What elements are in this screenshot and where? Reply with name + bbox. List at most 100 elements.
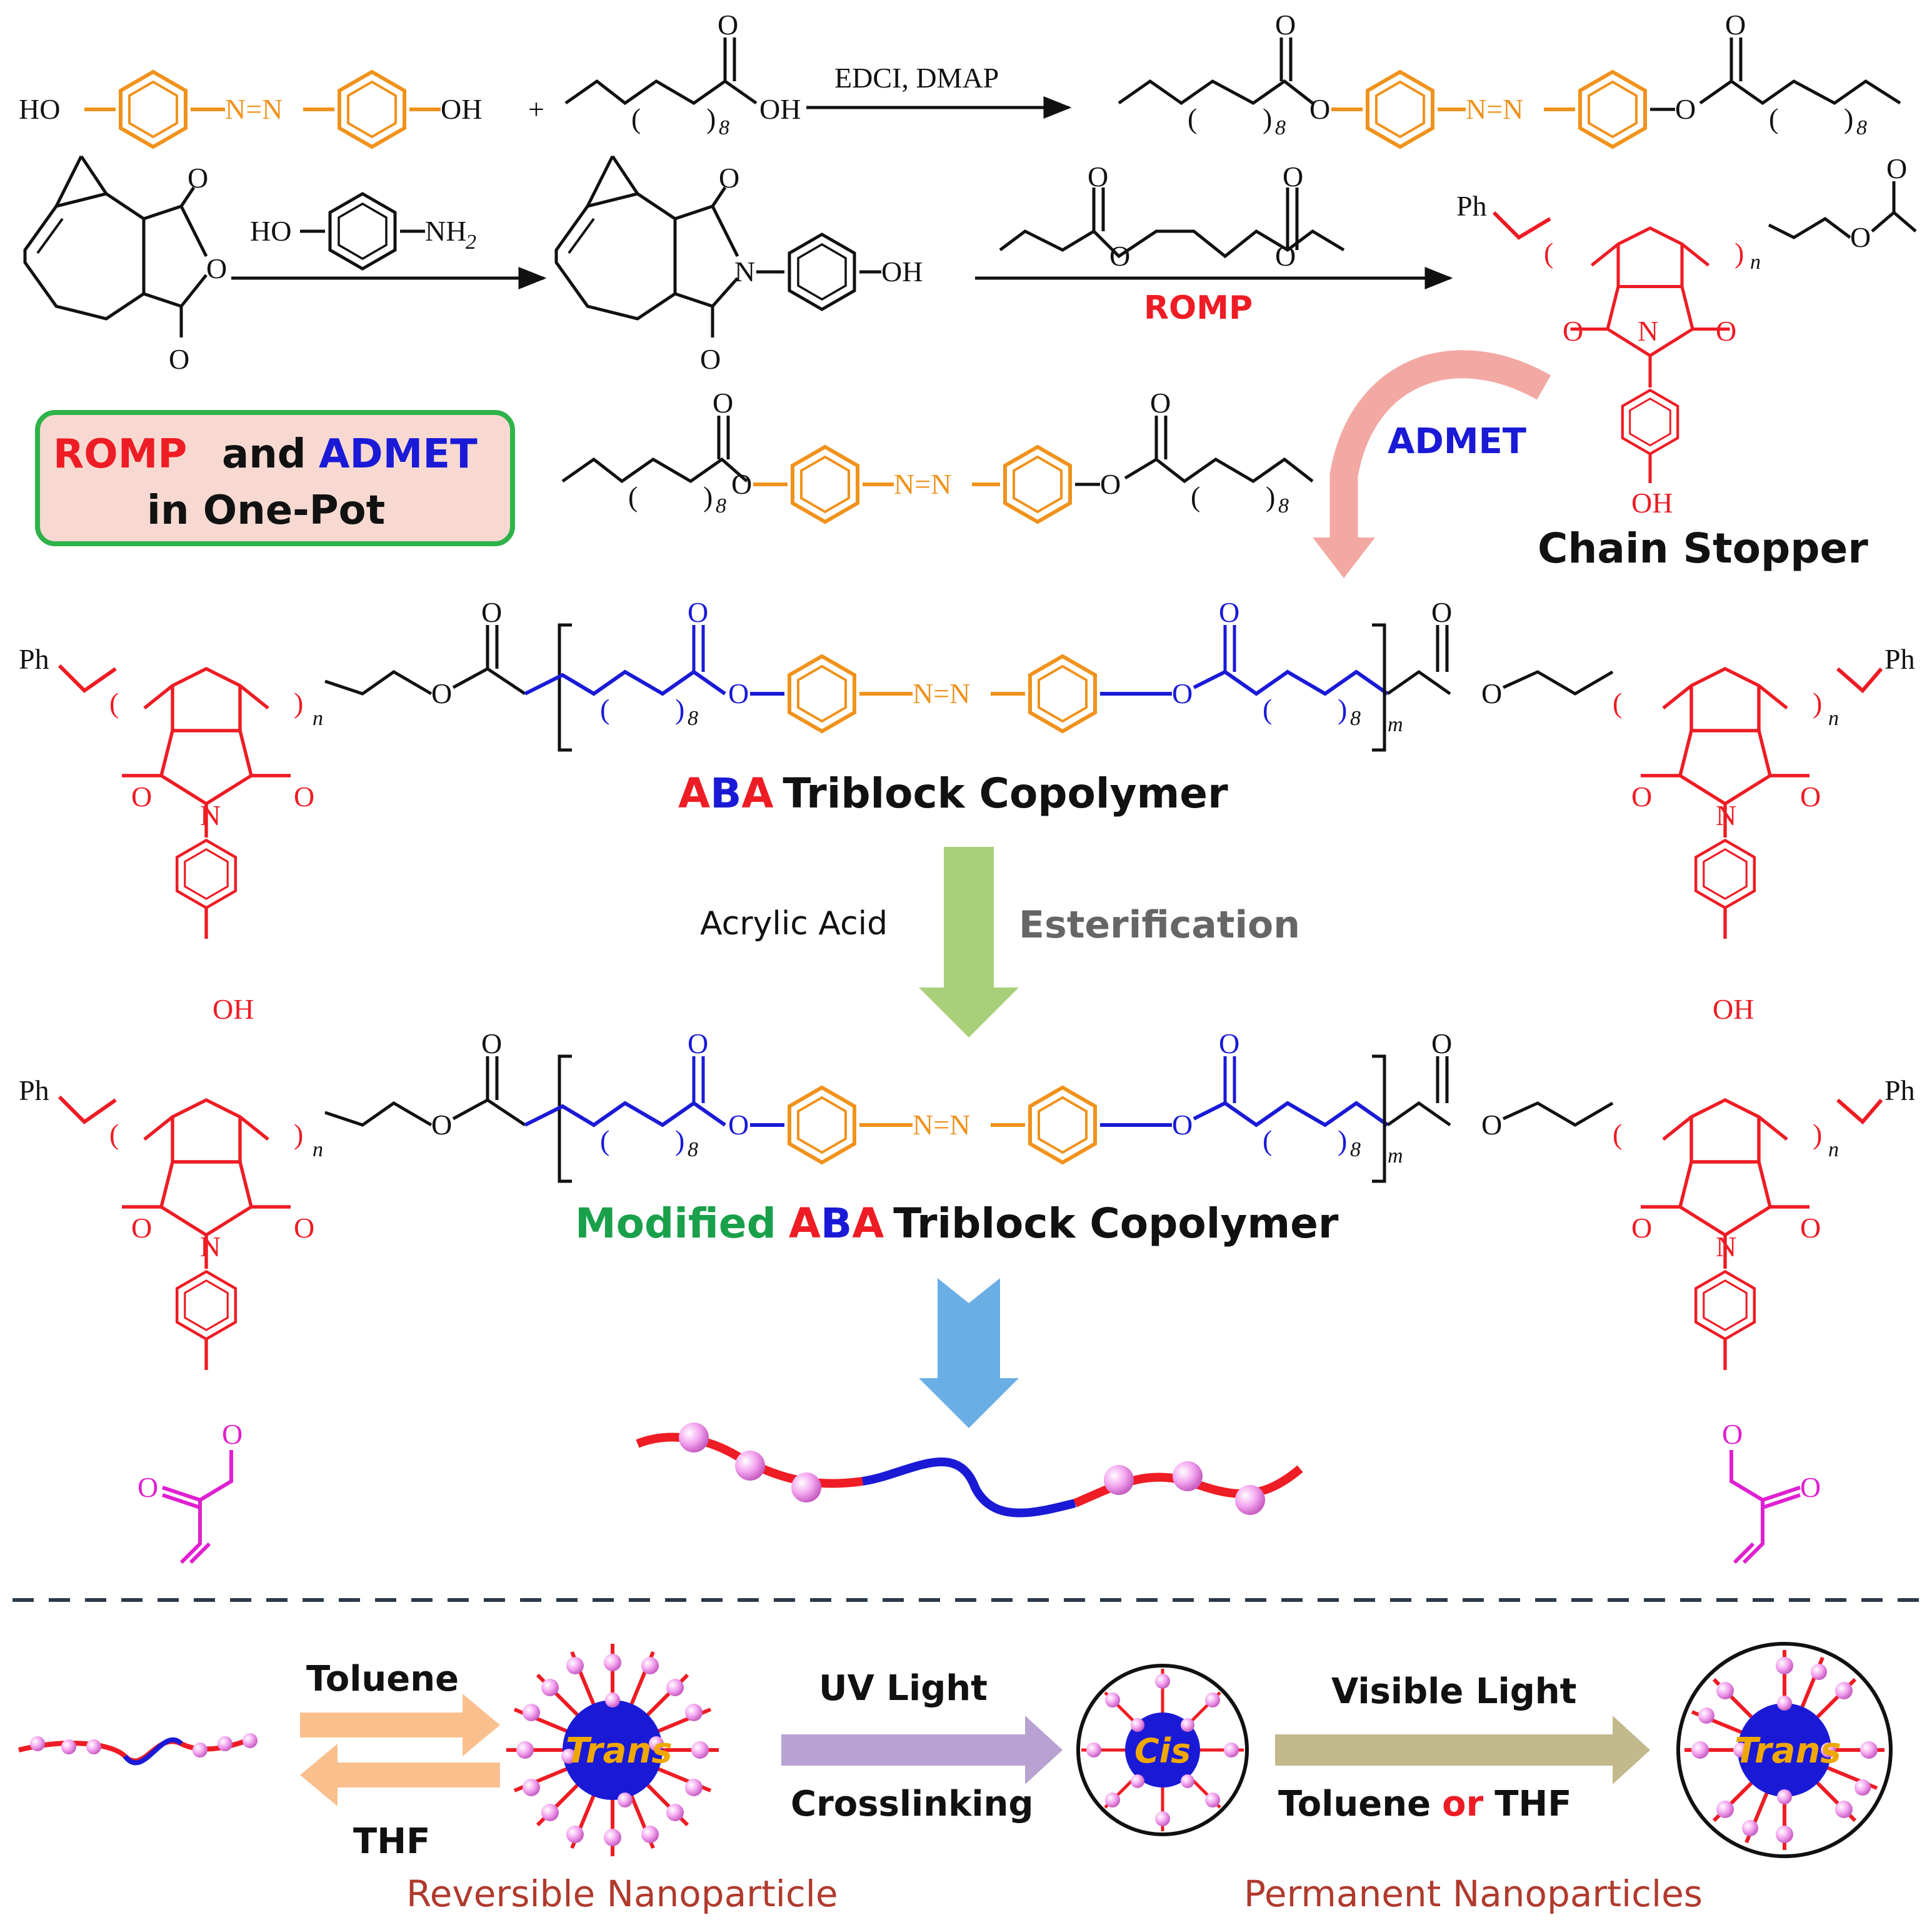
svg-text:N: N [1716,799,1736,831]
svg-text:): ) [1734,237,1744,269]
toluene-label: Toluene [306,1659,459,1699]
crosslinking-label: Crosslinking [791,1784,1034,1824]
svg-text:N=N: N=N [913,1109,970,1141]
svg-text:O: O [1800,1212,1821,1244]
svg-text:N: N [200,799,221,831]
svg-text:O: O [1481,1109,1502,1141]
svg-text:n: n [1828,707,1839,730]
repeat-index-n: n [1750,251,1761,274]
micelle-trans-crosslinked: Trans [1676,1642,1893,1858]
box-line2: in One-Pot [147,488,385,534]
azo-diene-monomer: O ( ) 8 O N=N O O ( ) 8 [561,387,1314,522]
svg-text:O: O [1481,678,1502,709]
svg-text:(: ( [109,1118,119,1150]
chain-stopper-label: Chain Stopper [1538,524,1868,572]
svg-text:Ph: Ph [19,1074,49,1106]
self-assembly-row: Toluene THF [18,1642,1893,1915]
svg-text:O: O [1275,9,1296,41]
trans-label: Trans [1734,1731,1841,1771]
plus-sign: + [528,93,544,125]
svg-text:8: 8 [1350,1138,1361,1161]
svg-text:): ) [1844,102,1853,134]
svg-text:(: ( [1191,481,1200,512]
svg-text:O: O [700,343,721,375]
svg-text:O: O [1675,93,1696,125]
svg-text:(: ( [600,693,609,725]
svg-text:8: 8 [688,707,698,730]
svg-text:): ) [675,693,684,725]
repeat-index-n: n [313,707,323,730]
svg-text:(: ( [1263,1124,1272,1156]
modified-copolymer-structure: Ph ( ) n O O ( ) 8 O O N=N O O ( ) 8 [19,1028,1915,1564]
admet-curved-arrow: ADMET [1313,350,1551,578]
svg-text:N=N: N=N [913,678,970,709]
svg-text:O: O [431,1109,452,1141]
reversible-caption: Reversible Nanoparticle [406,1872,838,1915]
svg-text:8: 8 [1275,116,1286,139]
svg-text:O: O [728,1109,749,1141]
svg-text:O: O [1850,221,1871,253]
aminophenol-hydroxyl: HO [250,215,291,247]
svg-text:(: ( [631,102,641,134]
svg-text:O: O [222,1418,243,1450]
svg-text:8: 8 [716,494,726,518]
svg-text:O: O [1886,152,1907,184]
box-admet: ADMET [319,431,478,478]
thf-label: THF [353,1821,430,1862]
svg-text:O: O [1275,240,1296,272]
svg-text:O: O [731,468,752,500]
esterification-label: Esterification [1019,903,1300,947]
trans-label: Trans [566,1731,673,1771]
svg-text:): ) [703,481,713,512]
svg-text:(: ( [1544,237,1553,269]
svg-text:): ) [1338,1124,1347,1156]
repeat-subscript: 8 [719,116,729,139]
svg-text:): ) [1338,693,1347,725]
esterification-arrow: Acrylic Acid Esterification [700,847,1300,1038]
aba-copolymer-structure: Ph ( ) n O O ( ) 8 O O N=N O O ( ) 8 [19,596,1915,1025]
svg-text:O: O [1219,1028,1239,1059]
svg-text:O: O [481,1028,502,1059]
amine-label: NH [425,215,466,247]
svg-text:OH: OH [1631,487,1673,519]
svg-text:O: O [1800,1471,1821,1503]
repeat-index-m: m [1388,713,1403,736]
box-romp: ROMP [53,431,187,478]
svg-text:O: O [1172,1109,1193,1141]
svg-text:): ) [1266,481,1275,512]
svg-text:8: 8 [688,1138,698,1161]
hydroxyl-label: OH [441,93,482,125]
svg-text:O: O [481,596,502,628]
svg-text:(: ( [628,481,638,512]
assembly-arrow [919,1278,1019,1428]
carbonyl-oxygen: O [718,9,738,41]
coupling-reagents: EDCI, DMAP [834,62,999,94]
micelle-cis: Cis [1076,1664,1249,1836]
anhydride-oxygen: O [169,343,189,375]
svg-text:N: N [1638,315,1658,347]
ring-oxygen: O [206,252,227,284]
svg-text:O: O [719,162,739,194]
phenol-hydroxyl: OH [213,993,254,1025]
uv-light-label: UV Light [819,1668,988,1709]
acrylic-acid-label: Acrylic Acid [700,905,888,942]
svg-text:(: ( [1613,1118,1622,1150]
svg-text:O: O [688,596,708,628]
acid-hydroxyl: OH [759,93,801,125]
svg-text:Ph: Ph [1884,643,1915,675]
svg-text:N: N [1716,1231,1736,1262]
svg-text:O: O [1309,93,1330,125]
micelle-trans: Trans [506,1644,719,1856]
svg-text:(: ( [600,1124,609,1156]
svg-text:): ) [1813,1118,1822,1150]
svg-text:O: O [431,678,452,709]
phenyl-end-group: Ph [19,643,49,675]
svg-text:Ph: Ph [1884,1074,1915,1106]
svg-text:): ) [706,102,716,134]
svg-text:(: ( [1769,102,1778,134]
svg-text:O: O [294,781,314,812]
azo-link-label: N=N [225,93,283,125]
polymer-chain-cartoon [636,1422,1303,1518]
